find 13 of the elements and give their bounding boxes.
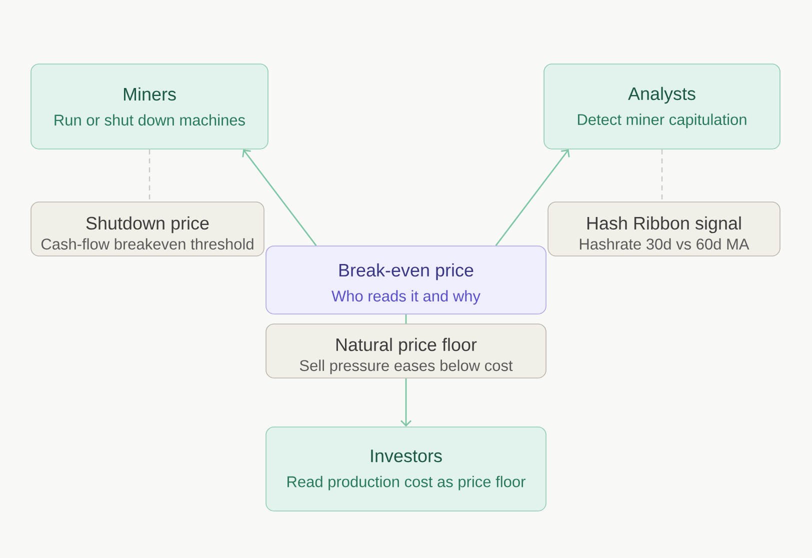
note-box: Natural price floor Sell pressure eases below cost	[266, 324, 546, 378]
arrow	[242, 149, 317, 246]
note-box: Hash Ribbon signal Hashrate 30d vs 60d MA	[548, 202, 780, 256]
topic-box: Break-even price Who reads it and why	[266, 246, 546, 314]
connector-line	[148, 149, 150, 202]
role-box: Analysts Detect miner capitulation	[544, 64, 780, 150]
role-box: Investors Read production cost as price floor	[266, 426, 546, 512]
arrow	[400, 378, 412, 427]
connector-line	[661, 149, 663, 202]
note-box: Shutdown price Cash-flow breakeven threshold	[30, 202, 264, 256]
role-box: Miners Run or shut down machines	[30, 64, 268, 150]
connector-line	[405, 314, 407, 324]
arrow	[495, 149, 570, 246]
